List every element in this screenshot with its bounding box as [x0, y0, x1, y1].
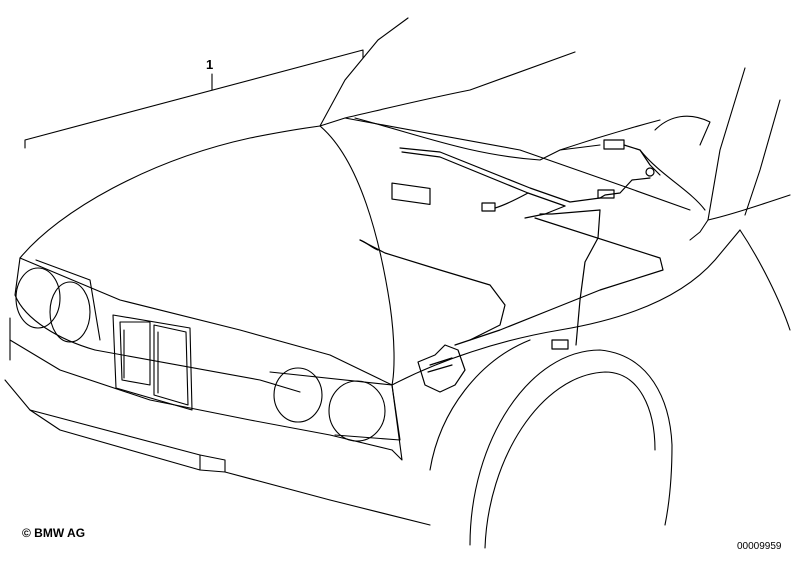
- a-pillar-outline: [690, 68, 790, 240]
- headlights: [16, 260, 400, 441]
- grommet: [646, 168, 654, 176]
- callout-1: 1: [206, 57, 214, 72]
- callout-bracket: [25, 50, 363, 148]
- connector-mid: [598, 190, 614, 198]
- control-unit: [392, 183, 430, 204]
- connector-top: [604, 140, 624, 149]
- connector-bottom: [552, 340, 568, 349]
- front-bumper-outline: [5, 318, 430, 525]
- hood-outline: [20, 126, 394, 385]
- fender-outline: [392, 230, 790, 470]
- document-number: 00009959: [737, 541, 782, 552]
- copyright-notice: © BMW AG: [22, 526, 86, 540]
- connector-left: [482, 203, 495, 211]
- windshield-outline: [320, 18, 690, 210]
- kidney-grille: [113, 315, 192, 410]
- wiring-harness: [360, 140, 663, 392]
- wheel-arch-outline: [470, 350, 672, 548]
- engine-bay-lines: [355, 116, 710, 210]
